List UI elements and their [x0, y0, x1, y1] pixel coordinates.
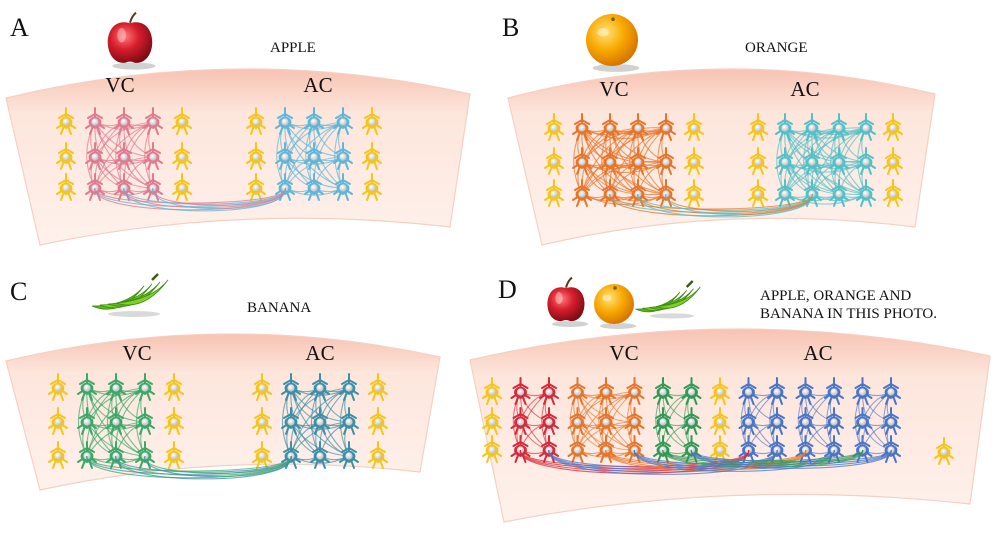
region-label-vc: VC: [105, 73, 134, 97]
long-range-connection: [609, 193, 813, 217]
long-range-connection: [609, 193, 813, 213]
long-range-connection: [94, 187, 286, 204]
panel-title: APPLE, ORANGE AND: [760, 288, 911, 304]
long-range-connection: [115, 455, 292, 480]
banana-icon: [91, 273, 169, 317]
apple-icon: [107, 11, 156, 70]
panel-a: A APPLE VC AC: [5, 11, 471, 246]
apple-icon: [547, 276, 588, 327]
long-range-connection: [662, 449, 864, 464]
long-range-connection: [690, 449, 892, 467]
panel-letter: A: [10, 13, 29, 42]
panel-letter: C: [10, 277, 27, 306]
long-range-connection: [548, 449, 778, 473]
long-range-connection: [548, 449, 778, 471]
panel-letter: D: [498, 275, 517, 304]
orange-icon: [586, 14, 640, 72]
long-range-connection: [609, 193, 813, 210]
region-label-ac: AC: [790, 77, 819, 101]
long-range-connection: [94, 187, 286, 207]
long-range-connection: [519, 449, 750, 472]
region-label-vc: VC: [609, 341, 638, 365]
panel-title: ORANGE: [745, 40, 808, 56]
region-label-vc: VC: [599, 77, 628, 101]
panel-d: D APPLE, ORANGE AND BANANA IN THIS PHOTO. V…: [469, 275, 991, 523]
long-range-connection: [123, 187, 286, 212]
panel-title: BANANA: [247, 300, 311, 316]
cortex-band: [5, 68, 471, 246]
orange-icon: [594, 284, 636, 329]
long-range-connection: [662, 449, 864, 462]
panel-b: B ORANGE VC AC: [502, 13, 936, 246]
long-range-connection: [86, 455, 292, 472]
long-range-connection: [690, 449, 892, 465]
long-range-connection: [519, 449, 750, 468]
long-range-connection: [633, 449, 835, 472]
long-range-connection: [605, 449, 807, 465]
region-label-ac: AC: [305, 341, 334, 365]
long-range-connection: [690, 449, 892, 469]
cortex-band: [469, 328, 991, 523]
panel-title: BANANA IN THIS PHOTO.: [760, 306, 937, 322]
region-label-vc: VC: [122, 341, 151, 365]
long-range-connection: [86, 455, 292, 475]
long-range-connection: [637, 193, 813, 218]
panel-c: C BANANA VC AC: [5, 273, 441, 491]
long-range-connection: [548, 449, 778, 469]
long-range-connection: [662, 449, 864, 466]
long-range-connection: [690, 449, 892, 463]
long-range-connection: [605, 449, 807, 469]
banana-icon: [635, 280, 701, 319]
region-label-ac: AC: [803, 341, 832, 365]
cortex-band: [5, 333, 441, 491]
long-range-connection: [605, 449, 807, 467]
long-range-connection: [94, 187, 286, 211]
long-range-connection: [519, 449, 750, 470]
long-range-connection: [86, 455, 292, 479]
panel-title: APPLE: [270, 40, 316, 56]
panel-letter: B: [502, 13, 519, 42]
region-label-ac: AC: [303, 73, 332, 97]
long-range-connection: [662, 449, 864, 468]
